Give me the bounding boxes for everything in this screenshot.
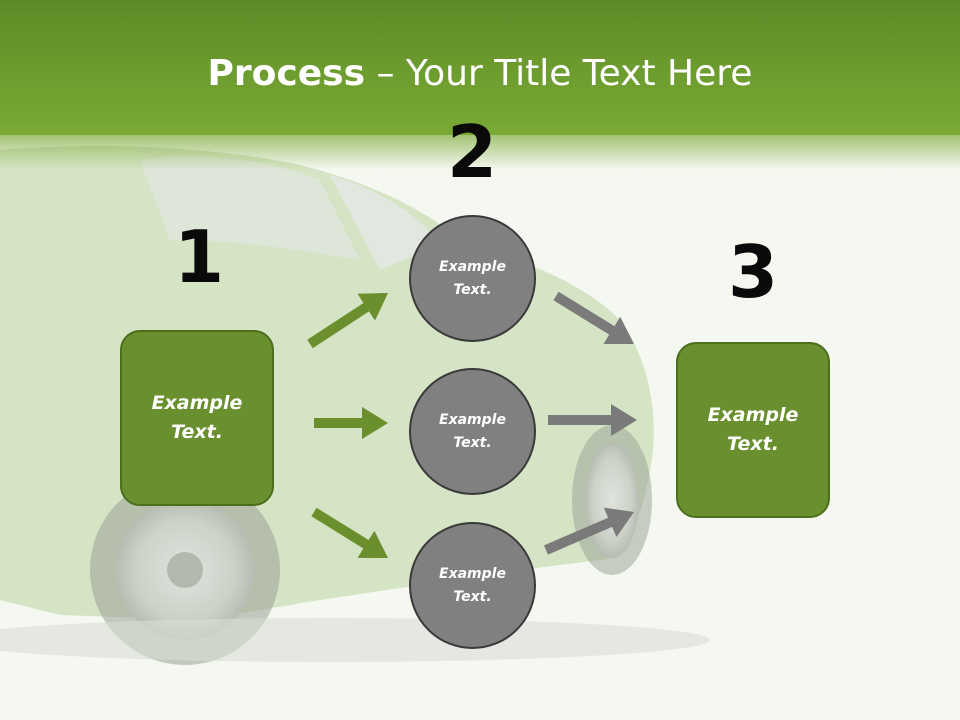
step-2-circle-middle-text: Example Text. [439, 411, 506, 451]
step-1-box: Example Text. [120, 330, 274, 506]
title-rest-part: – Your Title Text Here [365, 53, 753, 94]
title-header-band [0, 0, 960, 135]
step-2-circle-top: Example Text. [409, 215, 536, 342]
step-1-text: Example Text. [151, 392, 243, 443]
step-2-number: 2 [446, 110, 498, 194]
step-3-box: Example Text. [676, 342, 830, 518]
step-2-circle-middle: Example Text. [409, 368, 536, 495]
step-3-text: Example Text. [707, 404, 799, 455]
step-3-number: 3 [727, 230, 779, 314]
title-bold-part: Process [207, 53, 366, 94]
header-fade [0, 125, 960, 170]
step-1-number: 1 [173, 215, 225, 299]
step-2-circle-bottom-text: Example Text. [439, 565, 506, 605]
step-2-circle-top-text: Example Text. [439, 258, 506, 298]
step-2-circle-bottom: Example Text. [409, 522, 536, 649]
slide-title: Process – Your Title Text Here [0, 52, 960, 96]
